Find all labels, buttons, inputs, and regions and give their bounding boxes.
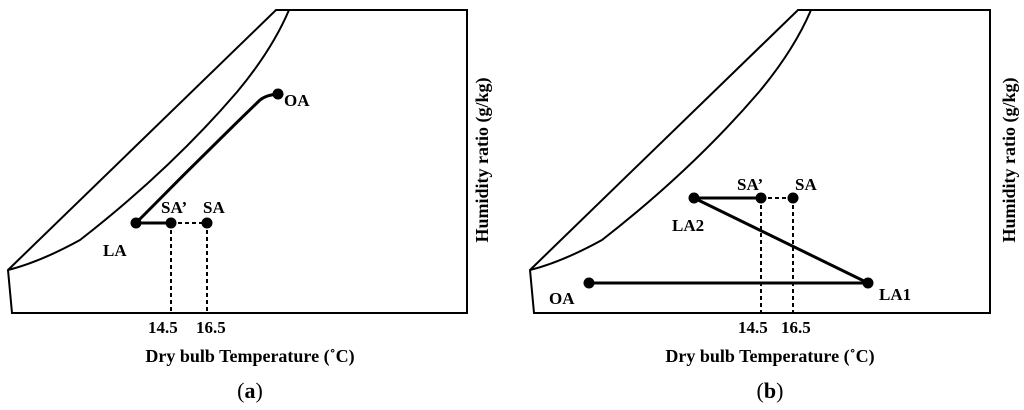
tick-16-5-a: 16.5 — [196, 318, 226, 337]
label-la1-b: LA1 — [879, 285, 911, 304]
label-saprime-b: SA’ — [737, 175, 763, 194]
label-oa-b: OA — [549, 289, 575, 308]
point-saprime-b — [755, 192, 767, 204]
point-oa-b — [583, 277, 595, 289]
saturation-curve-a — [7, 9, 290, 271]
label-sa-a: SA — [203, 198, 225, 217]
point-sa-a — [201, 217, 213, 229]
tick-16-5-b: 16.5 — [781, 318, 811, 337]
panel-a: OA LA SA’ SA 14.5 16.5 Dry bulb Temperat… — [6, 9, 493, 403]
tick-14-5-b: 14.5 — [738, 318, 768, 337]
process-curve-oa-la — [134, 92, 279, 225]
x-axis-label-b: Dry bulb Temperature (˚C) — [665, 346, 874, 367]
x-axis-label-a: Dry bulb Temperature (˚C) — [145, 346, 354, 367]
label-la2-b: LA2 — [672, 216, 704, 235]
point-la-a — [130, 217, 142, 229]
caption-b: (b) — [757, 378, 784, 403]
label-la-a: LA — [103, 241, 127, 260]
point-la2-b — [688, 192, 700, 204]
chart-a-frame — [6, 9, 468, 314]
y-axis-label-a: Humidity ratio (g/kg) — [472, 77, 493, 242]
y-axis-label-b: Humidity ratio (g/kg) — [999, 77, 1020, 242]
chart-b-frame — [528, 9, 991, 314]
caption-a: (a) — [237, 378, 263, 403]
point-la1-b — [862, 277, 874, 289]
tick-14-5-a: 14.5 — [148, 318, 178, 337]
saturation-curve-b — [529, 9, 812, 271]
point-saprime-a — [165, 217, 177, 229]
label-saprime-a: SA’ — [161, 198, 187, 217]
label-oa-a: OA — [284, 91, 310, 110]
point-sa-b — [787, 192, 799, 204]
label-sa-b: SA — [795, 175, 817, 194]
process-line-la1-la2 — [693, 196, 869, 285]
panel-b: OA LA1 LA2 SA’ SA 14.5 16.5 Dry bulb Tem… — [528, 9, 1020, 403]
point-oa-a — [272, 88, 284, 100]
